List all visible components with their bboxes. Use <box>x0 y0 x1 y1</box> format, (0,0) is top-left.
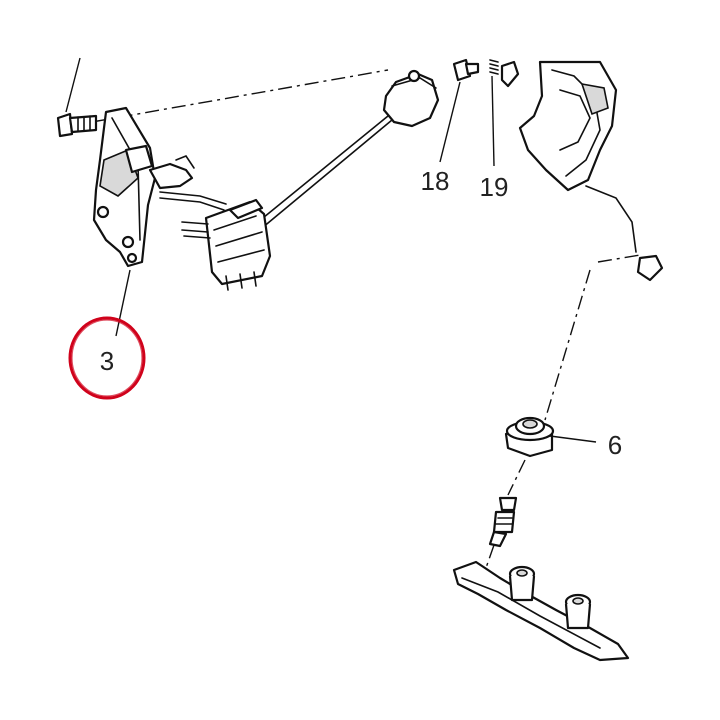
highlight-circle <box>68 316 146 400</box>
assembly-line-lower <box>507 459 526 496</box>
highlight-circle-inner <box>71 319 143 397</box>
lower-frame-rail <box>452 560 630 662</box>
assembly-line-vertical <box>544 269 591 421</box>
leader-bolt-left <box>65 57 81 113</box>
float-arm <box>257 115 389 223</box>
leader-part-18 <box>439 81 461 163</box>
mounting-stud <box>488 496 518 548</box>
fuel-sender-bracket <box>92 106 227 268</box>
callout-18: 18 <box>421 166 450 196</box>
float-arm-2 <box>261 119 393 229</box>
screw-18 <box>452 58 480 82</box>
leader-part-3 <box>115 269 131 337</box>
callout-19: 19 <box>480 172 509 202</box>
assembly-line-right <box>597 254 641 263</box>
assembly-line-top <box>91 69 389 123</box>
leader-part-19 <box>491 75 495 167</box>
frame-bracket <box>518 60 664 282</box>
rubber-grommet-6 <box>504 416 555 458</box>
spring-19 <box>489 59 520 88</box>
leader-part-6 <box>549 435 597 443</box>
callout-3: 3 <box>100 346 114 376</box>
sender-connector <box>181 198 272 291</box>
bolt-left <box>56 112 98 138</box>
fuel-level-float <box>382 69 440 128</box>
callout-6: 6 <box>608 430 622 460</box>
